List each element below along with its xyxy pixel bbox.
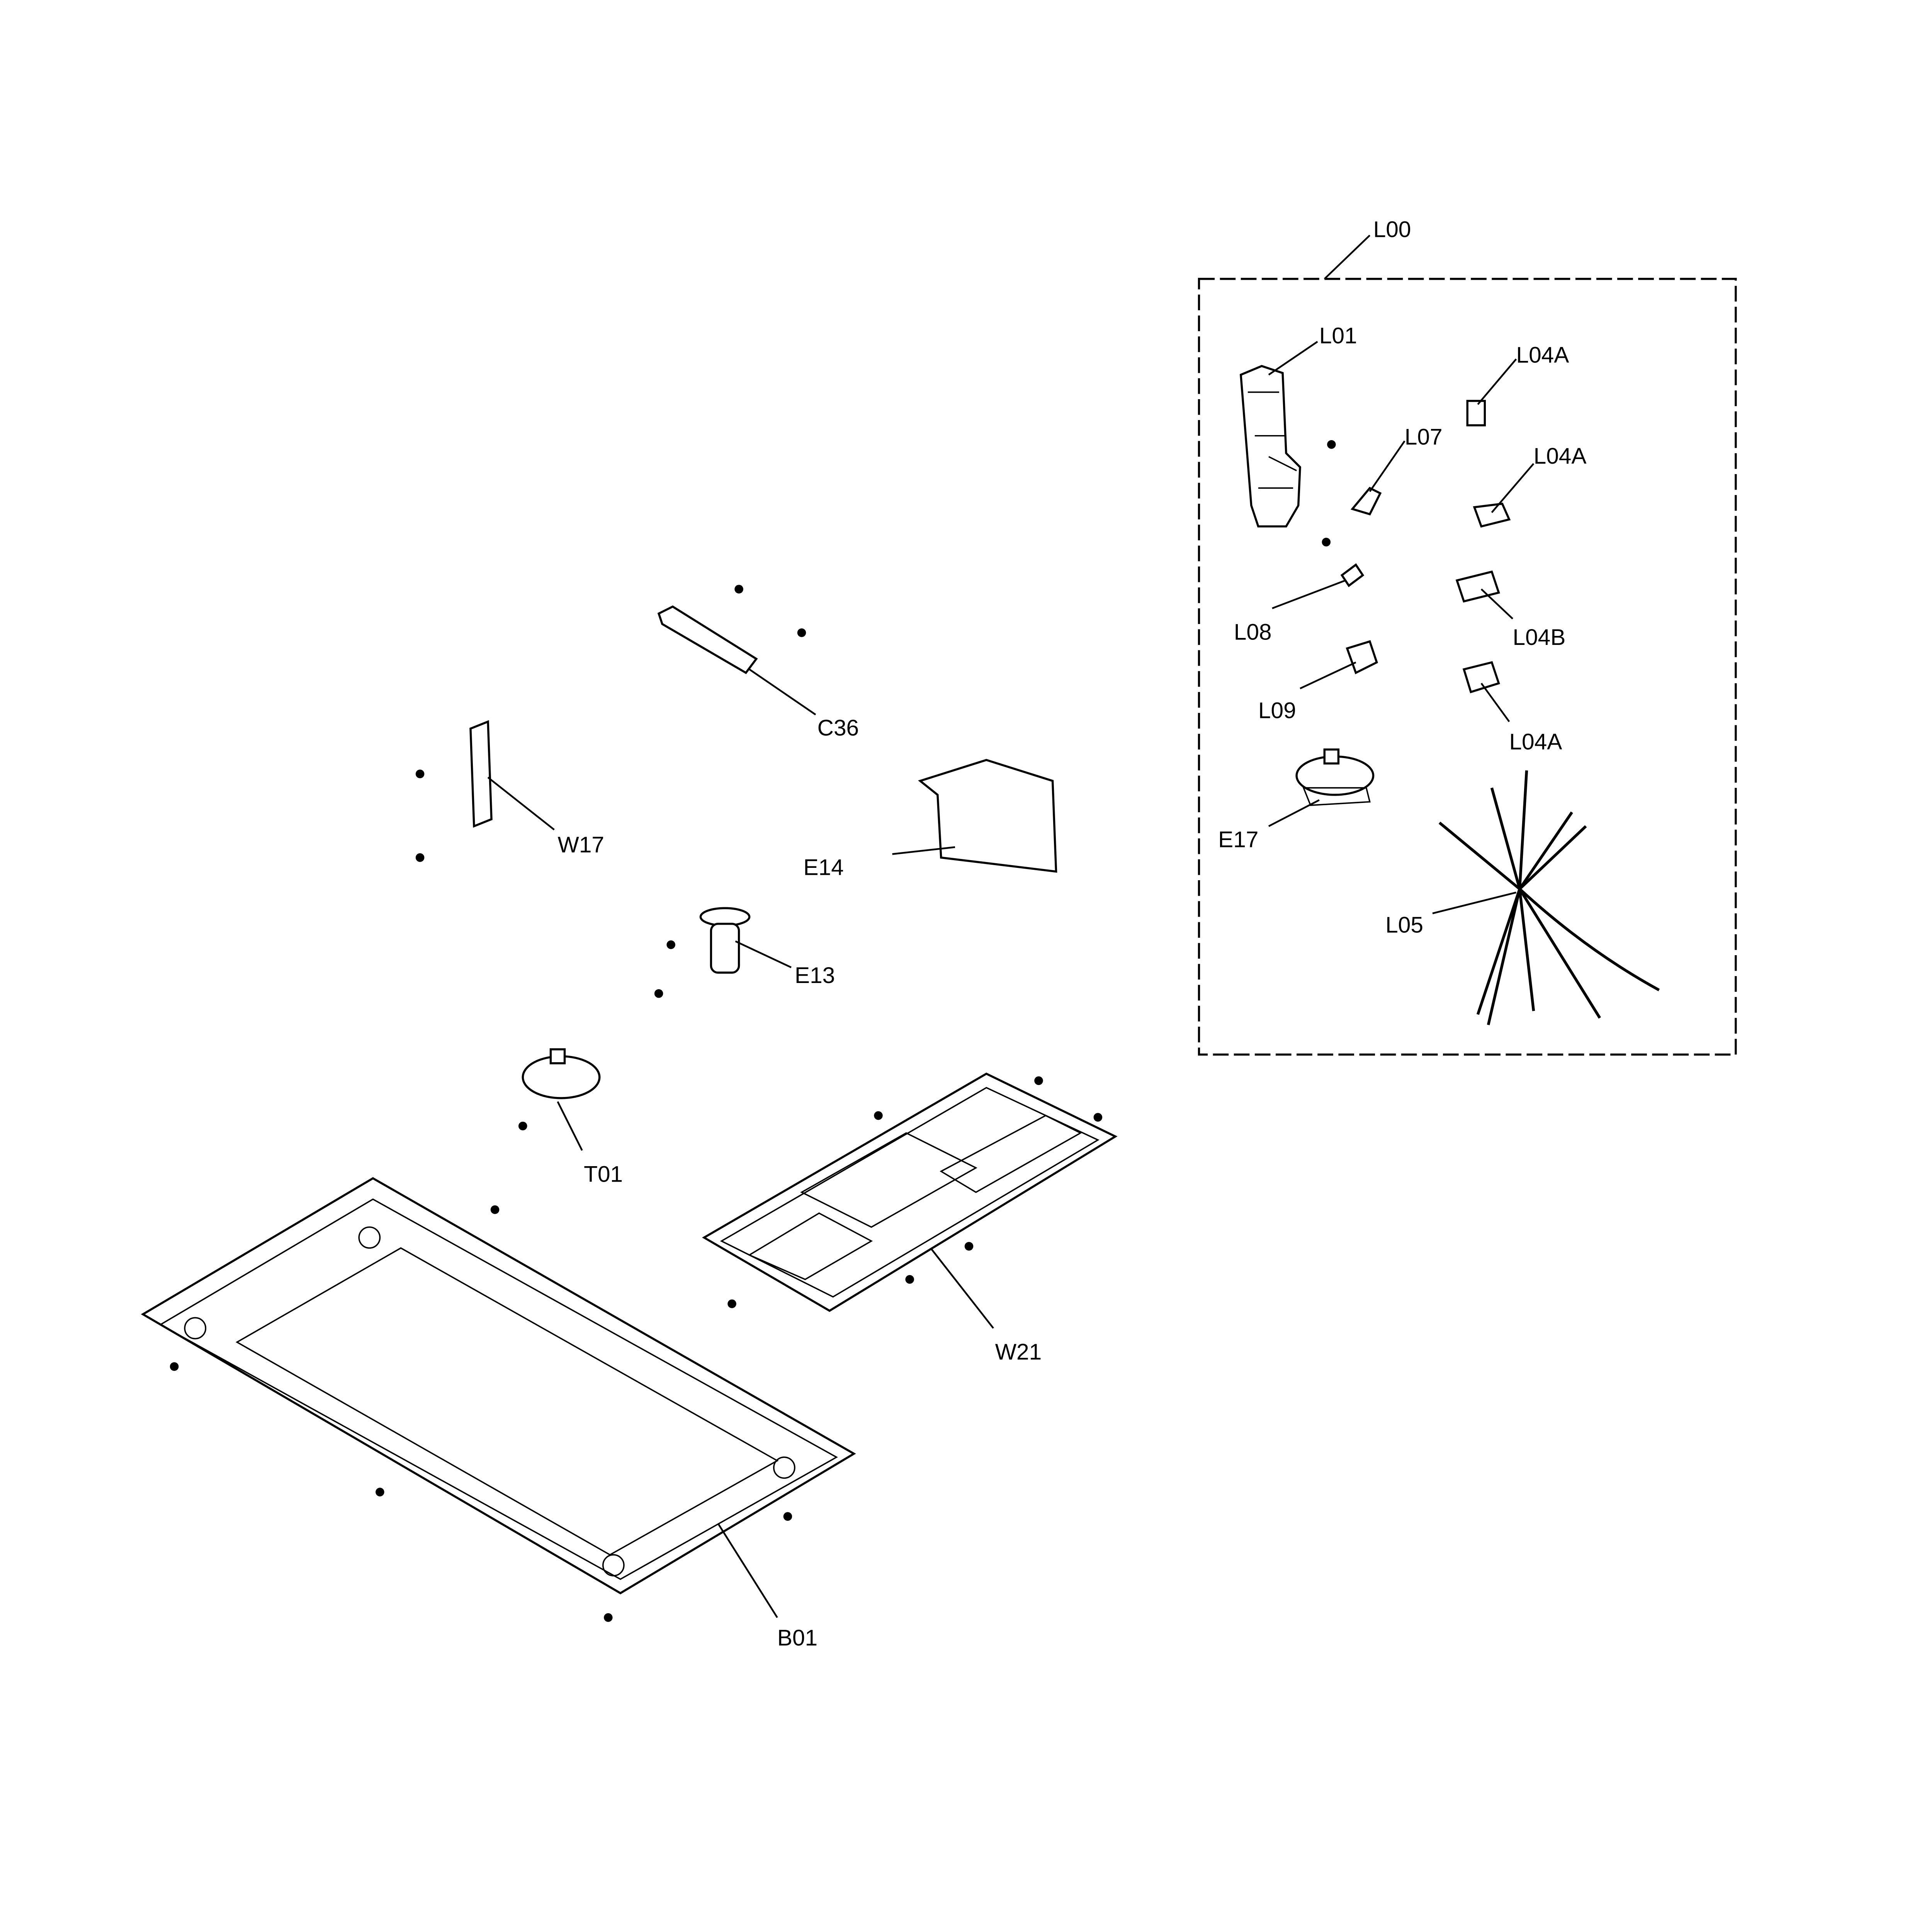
leader-line	[1300, 662, 1356, 689]
leader-line	[1268, 341, 1318, 376]
part-label-l07: L07	[1405, 424, 1443, 449]
leader-line	[749, 668, 816, 716]
leader-line	[892, 846, 955, 855]
part-label-l04b: L04B	[1513, 625, 1565, 650]
part-label-e17: E17	[1218, 827, 1258, 852]
part-l04a-switch	[1466, 400, 1486, 427]
part-e14-shield-plate	[918, 759, 1057, 873]
part-label-l01: L01	[1319, 323, 1357, 349]
part-l04a-switch	[1462, 661, 1500, 694]
part-e17-motor	[1295, 748, 1375, 806]
part-label-e13: E13	[795, 963, 835, 988]
part-l04a-switch	[1473, 502, 1511, 528]
leader-line	[1272, 580, 1346, 609]
part-l01-switch-bracket	[1239, 365, 1336, 547]
kit-group-l00: L00 L01 L04A L07 L04A L08 L04B L09 L04A	[1198, 217, 1737, 1056]
part-label-t01: T01	[584, 1162, 623, 1187]
part-label-w21: W21	[995, 1340, 1042, 1365]
part-l04b-switch	[1455, 570, 1500, 603]
leader-line	[1324, 235, 1371, 280]
part-l07-clip	[1350, 486, 1382, 515]
part-label-l00: L00	[1373, 217, 1411, 242]
part-label-l05: L05	[1385, 912, 1423, 937]
leader-line	[557, 1101, 583, 1151]
part-w17-bracket	[415, 720, 493, 862]
leader-line	[735, 940, 792, 968]
part-label-l09: L09	[1258, 698, 1296, 723]
part-c36-capacitor	[657, 585, 806, 674]
part-label-l04a: L04A	[1509, 730, 1562, 755]
part-l09-hook	[1346, 640, 1378, 675]
leader-line	[930, 1247, 994, 1329]
part-w21-base-plate	[702, 1072, 1118, 1312]
kit-dashed-box	[1198, 278, 1737, 1056]
part-label-e14: E14	[804, 855, 844, 880]
exploded-parts-diagram: L00 L01 L04A L07 L04A L08 L04B L09 L04A	[141, 217, 1737, 1650]
part-label-l04a: L04A	[1534, 444, 1587, 469]
part-e13-lamp	[654, 907, 751, 998]
part-label-l04a: L04A	[1516, 342, 1569, 367]
leader-line	[1491, 463, 1535, 513]
leader-line	[1268, 799, 1320, 827]
part-b01-base	[141, 1177, 856, 1622]
part-label-w17: W17	[557, 832, 604, 857]
leader-line	[1480, 588, 1514, 620]
part-l05-wire-harness	[1438, 770, 1660, 1026]
leader-line	[1480, 682, 1510, 722]
part-label-c36: C36	[817, 716, 859, 741]
leader-line	[1477, 358, 1517, 405]
leader-line	[1369, 440, 1405, 492]
part-t01-turntable-motor	[518, 1048, 601, 1131]
part-label-l08: L08	[1234, 620, 1272, 645]
part-l08-lever	[1340, 563, 1365, 587]
leader-line	[717, 1523, 778, 1618]
part-label-b01: B01	[777, 1625, 817, 1650]
leader-line	[487, 777, 555, 831]
leader-line	[1432, 891, 1517, 914]
